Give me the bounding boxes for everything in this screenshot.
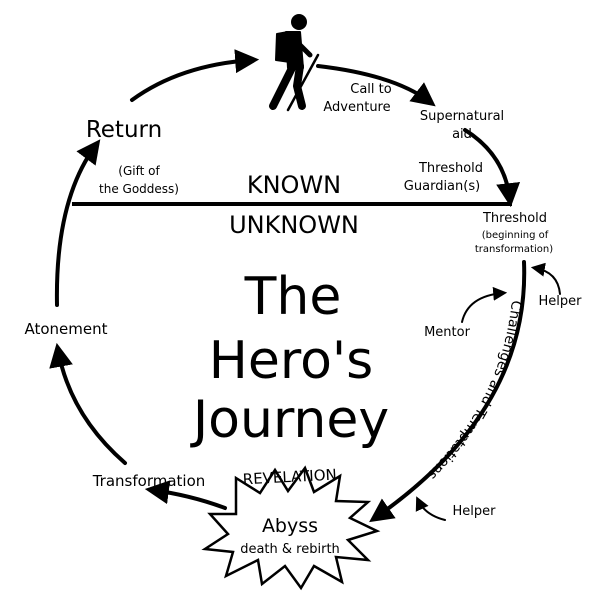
arrow-abyss-to-transformation (144, 480, 227, 510)
supernatural-aid-label-1: Supernatural (420, 109, 504, 124)
cycle-arrows (49, 49, 527, 523)
title-line-journey: Journey (190, 390, 389, 450)
unknown-label: UNKNOWN (229, 211, 359, 239)
helper-arrows (415, 262, 561, 521)
gift-label-2: the Goddess) (99, 182, 179, 196)
threshold-label: Threshold (482, 211, 547, 226)
abyss-starburst (201, 465, 381, 591)
title-line-heros: Hero's (209, 331, 374, 391)
arrow-to-threshold (463, 128, 521, 208)
threshold-note-2: transformation) (475, 244, 553, 255)
arrow-atonement-to-return (54, 139, 101, 307)
gift-label-1: (Gift of (118, 164, 160, 178)
helper-lower-label: Helper (453, 504, 497, 519)
arrow-hiker-to-call (316, 64, 436, 107)
known-label: KNOWN (247, 171, 341, 199)
mentor-arrow (461, 286, 508, 323)
call-to-adventure-label-1: Call to (350, 82, 391, 97)
abyss-label: Abyss (262, 515, 318, 537)
supernatural-aid-label-2: aid (452, 127, 472, 142)
helper-upper-arrow (530, 262, 561, 295)
title-line-the: The (244, 267, 342, 327)
helper-upper-label: Helper (539, 294, 583, 309)
revelation-label: REVELATION (242, 466, 337, 489)
helper-lower-arrow (415, 496, 446, 521)
threshold-guardian-label-1: Threshold (418, 161, 483, 176)
hiker-icon (269, 14, 320, 112)
mentor-label: Mentor (424, 325, 471, 340)
return-label: Return (86, 117, 162, 143)
call-to-adventure-label-2: Adventure (323, 100, 390, 115)
threshold-guardian-label-2: Guardian(s) (404, 179, 480, 194)
arrow-threshold-to-abyss (369, 260, 527, 523)
atonement-label: Atonement (24, 320, 107, 338)
transformation-label: Transformation (92, 472, 206, 490)
arrow-transformation-to-atonement (49, 342, 127, 465)
arrow-return-to-hiker (130, 49, 260, 102)
abyss-note: death & rebirth (240, 542, 340, 557)
threshold-note-1: (beginning of (482, 230, 549, 241)
